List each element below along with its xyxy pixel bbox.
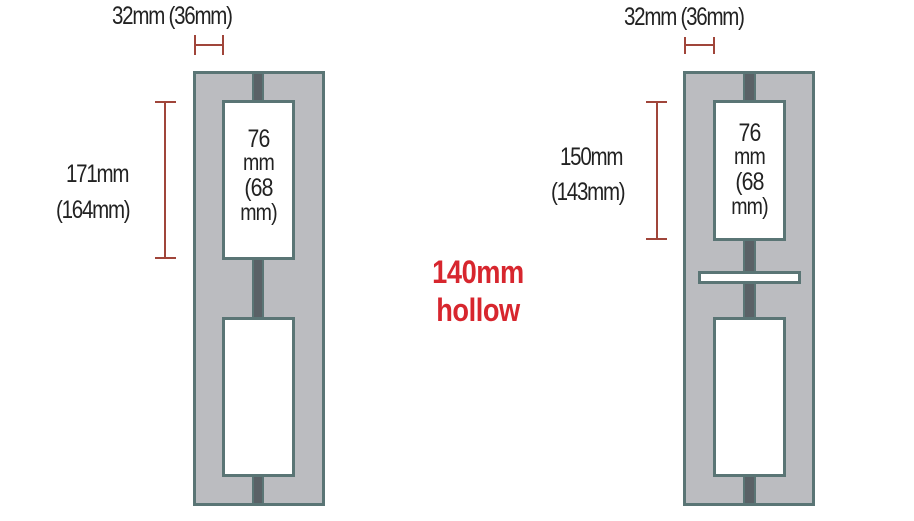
right-cavity-label-l4: mm) — [731, 193, 768, 220]
left-lower-cavity — [222, 317, 295, 477]
right-cavity-label-l2: mm — [734, 142, 766, 169]
right-cavity-label: 76 mm (68 mm) — [718, 119, 780, 220]
right-width-dimension-tick-right — [713, 37, 715, 54]
left-cavity-label-l1: 76 — [247, 125, 271, 153]
left-upper-cavity — [222, 100, 295, 260]
left-center-web-top — [252, 74, 264, 102]
right-center-web-top — [743, 74, 756, 102]
left-cavity-label-l2: mm — [243, 148, 275, 175]
left-height-dimension-line — [164, 101, 166, 259]
right-width-dimension-line — [684, 44, 714, 46]
right-cavity-label-l1: 76 — [738, 119, 762, 147]
right-cavity-label-l3: (68 — [735, 167, 764, 196]
hollow-depth-value: 140mm — [432, 254, 524, 290]
left-height-label-line1: 171mm — [66, 160, 129, 188]
left-width-label: 32mm (36mm) — [112, 2, 233, 30]
right-height-dimension-tick-bottom — [646, 238, 667, 240]
left-center-web-bottom — [252, 474, 264, 503]
right-height-label-line2: (143mm) — [551, 178, 626, 206]
right-height-label-line1: 150mm — [560, 143, 623, 171]
left-cavity-label: 76 mm (68 mm) — [227, 125, 289, 226]
right-width-label: 32mm (36mm) — [624, 3, 745, 31]
left-center-web-middle — [252, 257, 264, 319]
right-horizontal-slot — [698, 271, 801, 284]
hollow-depth-label: 140mm hollow — [412, 254, 545, 330]
left-width-dimension-line — [194, 44, 224, 46]
right-center-web-bottom — [743, 474, 756, 503]
right-lower-cavity — [713, 317, 786, 477]
right-upper-cavity — [713, 100, 786, 241]
left-width-dimension-tick-right — [222, 35, 224, 55]
left-cavity-label-l4: mm) — [240, 199, 277, 226]
left-cavity-label-l3: (68 — [244, 173, 273, 202]
left-height-dimension-tick-bottom — [155, 257, 176, 259]
hollow-depth-word: hollow — [436, 291, 520, 328]
left-height-label-line2: (164mm) — [56, 196, 131, 224]
right-height-dimension-line — [656, 101, 658, 240]
